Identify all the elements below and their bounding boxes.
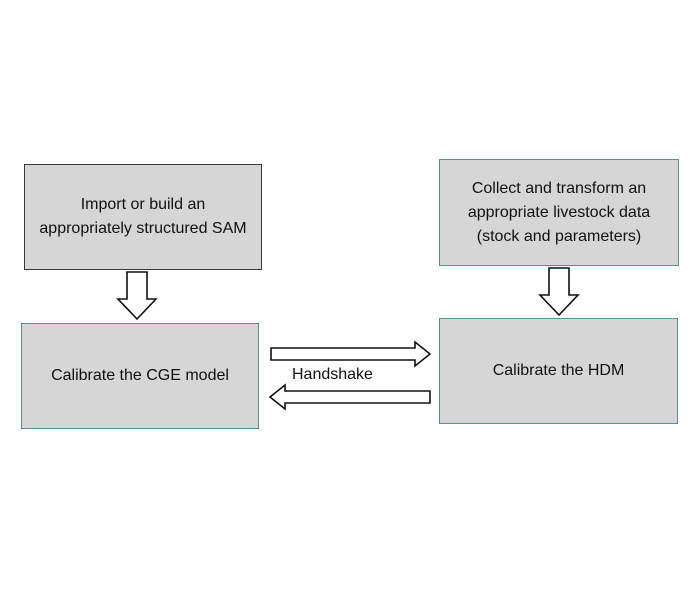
node-livestock-data-label: Collect and transform an appropriate liv… <box>467 179 651 245</box>
node-calibrate-hdm: Calibrate the HDM <box>439 318 678 424</box>
node-calibrate-cge: Calibrate the CGE model <box>21 323 259 429</box>
node-livestock-data: Collect and transform an appropriate liv… <box>439 159 679 266</box>
node-calibrate-hdm-label: Calibrate the HDM <box>492 362 625 379</box>
node-calibrate-cge-label: Calibrate the CGE model <box>51 367 229 384</box>
arrow-hdm-to-cge <box>268 383 431 411</box>
node-import-sam: Import or build an appropriately structu… <box>24 164 262 270</box>
arrow-cge-to-hdm <box>270 340 432 368</box>
arrow-livestock-to-hdm <box>538 267 580 317</box>
arrow-sam-to-cge <box>116 271 158 321</box>
node-import-sam-label: Import or build an appropriately structu… <box>39 196 247 237</box>
handshake-label: Handshake <box>292 366 373 383</box>
